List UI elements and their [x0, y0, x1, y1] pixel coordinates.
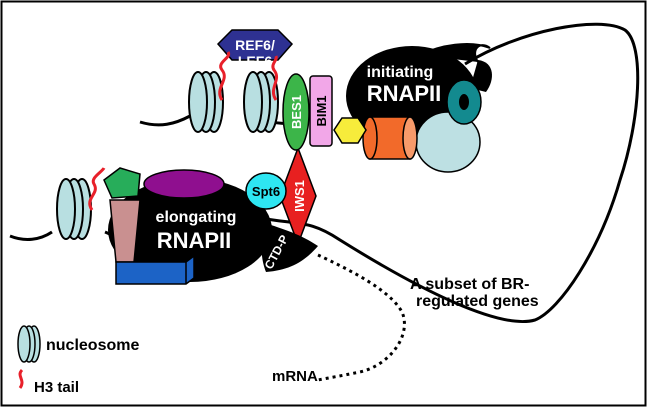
legend-h3-tail-label: H3 tail	[34, 379, 79, 396]
mrna-label: mRNA	[272, 368, 318, 385]
spt6-circle	[245, 172, 287, 210]
purple-ellipse	[143, 169, 225, 199]
nucleosome-lower	[56, 178, 92, 240]
orange-cylinder-end-left	[362, 116, 378, 160]
genes-label-line2: regulated genes	[416, 293, 539, 310]
bim1-box	[309, 75, 333, 147]
elongating-label-line2: RNAPII	[157, 228, 232, 253]
h3-tail-upper-1	[218, 51, 231, 101]
initiating-label-line2: RNAPII	[367, 81, 442, 106]
dna-loop	[259, 22, 640, 323]
teal-ring-hole	[459, 94, 469, 110]
h3-tail-upper-2	[271, 55, 279, 101]
elongating-label-line1: elongating	[156, 209, 237, 226]
bes1-label: BES1	[289, 95, 304, 129]
legend-h3-tail-symbol	[18, 368, 24, 389]
initiating-label-line1: initiating	[367, 64, 434, 81]
ref6-label-line1: REF6/	[235, 37, 275, 53]
iws1-label: IWS1	[292, 180, 307, 212]
h3-tail-lower	[88, 167, 106, 211]
mrna-strand	[317, 253, 406, 382]
rnapii-hook-tip	[470, 60, 492, 92]
yellow-hexagon	[333, 117, 367, 144]
bim1-label: BIM1	[314, 95, 329, 126]
rnapii-hook	[419, 43, 491, 63]
bes1-ellipse	[282, 73, 310, 151]
ref6-label-line2: LEF6	[238, 53, 272, 69]
ref6-lef6-hexagon	[216, 29, 294, 61]
green-pentagon	[103, 167, 141, 199]
spt6-label: Spt6	[252, 184, 280, 199]
genes-label-line1: A subset of BR-	[410, 276, 529, 293]
orange-cylinder-end-right	[402, 116, 418, 160]
ctd-tail	[261, 222, 318, 272]
legend-nucleosome-label: nucleosome	[46, 337, 139, 354]
elongating-rnapii-body	[108, 178, 272, 282]
pink-trapezoid	[109, 199, 141, 263]
nucleosome-upper-1	[188, 71, 224, 133]
nucleosome-upper-2	[243, 71, 279, 133]
legend-nucleosome-symbol	[17, 325, 41, 363]
